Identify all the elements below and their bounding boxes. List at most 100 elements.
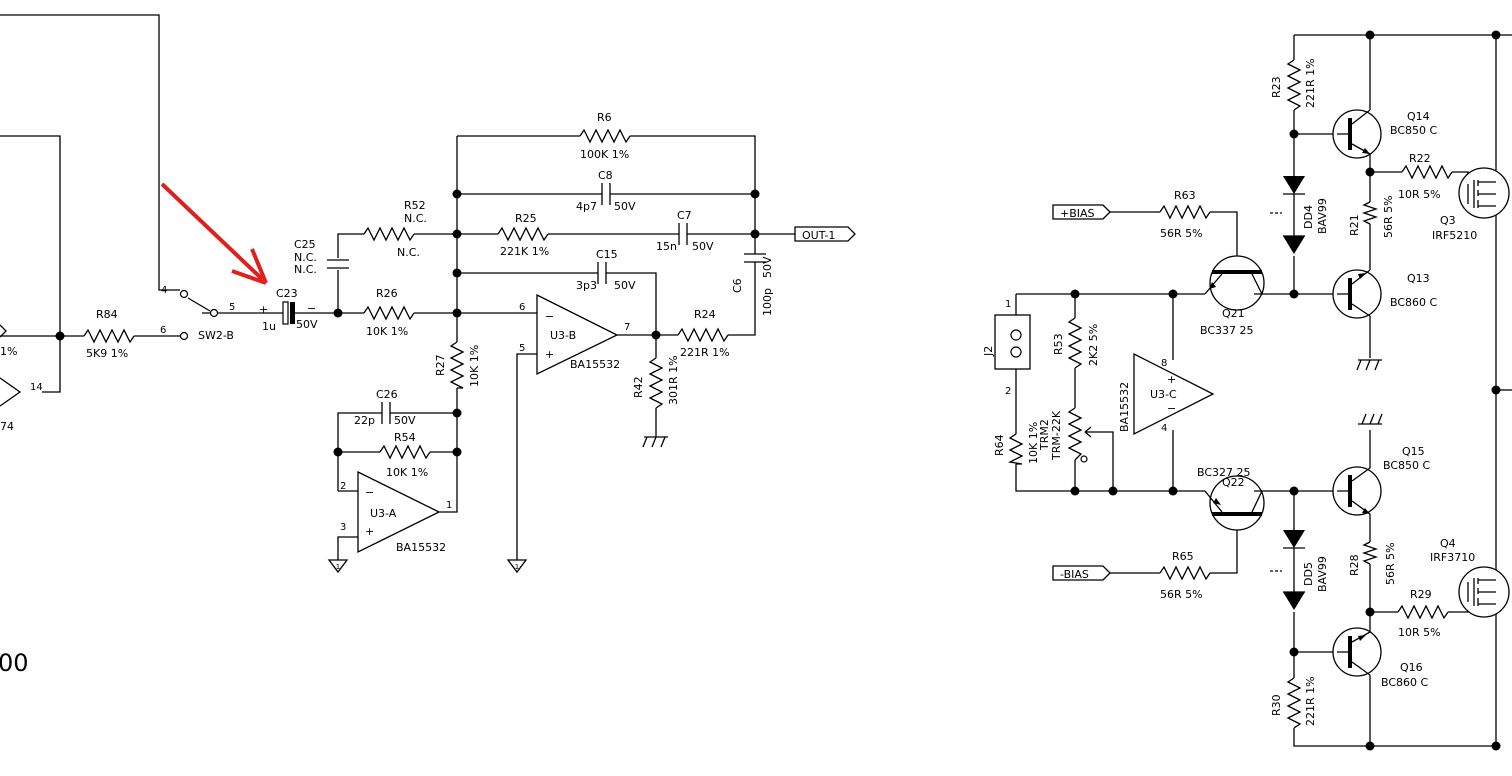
- svg-text:+: +: [259, 303, 268, 316]
- svg-text:BA15532: BA15532: [396, 541, 446, 554]
- svg-text:50V: 50V: [296, 318, 318, 331]
- diode-dd4: DD4 BAV99: [1270, 176, 1329, 254]
- svg-text:BC860 C: BC860 C: [1381, 676, 1429, 689]
- svg-text:Q21: Q21: [1222, 307, 1245, 320]
- svg-text:5: 5: [519, 343, 525, 354]
- svg-text:BA15532: BA15532: [1118, 382, 1131, 432]
- left-circuit-wiring: [0, 14, 795, 560]
- svg-text:C7: C7: [677, 209, 692, 222]
- capacitor-c26: C26 22p 50V: [354, 388, 416, 427]
- transistor-q13: Q13 BC860 C: [1332, 269, 1438, 371]
- opamp-u3b: − + U3-B 6 5 7 BA15532: [519, 293, 630, 376]
- svg-text:7: 7: [624, 322, 630, 333]
- resistor-r23: R23 221R 1%: [1270, 58, 1317, 111]
- junction-dots-right: [1070, 30, 1501, 751]
- capacitor-c25: C25 N.C. N.C.: [294, 238, 349, 276]
- svg-text:C23: C23: [276, 287, 298, 300]
- resistor-r27: R27 10K 1%: [434, 341, 481, 389]
- resistor-r42: R42 301R 1%: [632, 355, 680, 448]
- svg-text:56R 5%: 56R 5%: [1160, 588, 1203, 601]
- resistor-r63: R63 56R 5%: [1159, 189, 1211, 240]
- svg-text:+: +: [545, 348, 554, 361]
- svg-text:221R 1%: 221R 1%: [680, 346, 730, 359]
- svg-text:00: 00: [0, 649, 29, 677]
- svg-text:221K 1%: 221K 1%: [500, 245, 549, 258]
- svg-text:N.C.: N.C.: [294, 251, 317, 264]
- resistor-r54: R54 10K 1%: [379, 431, 431, 479]
- svg-text:4: 4: [161, 285, 167, 296]
- svg-text:50V: 50V: [614, 200, 636, 213]
- svg-text:J2: J2: [982, 346, 995, 357]
- transistor-q22: Q22 BC327 25: [1197, 466, 1265, 531]
- mosfet-q4: Q4 IRF3710: [1430, 537, 1510, 618]
- svg-text:−: −: [545, 310, 554, 323]
- transistor-q14: Q14 BC850 C: [1332, 109, 1438, 159]
- svg-text:74: 74: [0, 420, 14, 433]
- svg-text:R42: R42: [632, 376, 645, 398]
- transistor-q16: Q16 BC860 C: [1332, 627, 1429, 689]
- svg-text:2: 2: [340, 481, 346, 492]
- svg-text:5: 5: [229, 302, 235, 313]
- svg-text:Q4: Q4: [1440, 537, 1456, 550]
- svg-text:R28: R28: [1348, 554, 1361, 576]
- svg-text:N.C.: N.C.: [404, 212, 427, 225]
- transistor-q15: Q15 BC850 C: [1332, 413, 1431, 516]
- svg-text:OUT-1: OUT-1: [802, 229, 835, 242]
- resistor-r22: R22 10R 5%: [1398, 152, 1453, 201]
- svg-text:Q14: Q14: [1407, 110, 1430, 123]
- capacitor-c8: C8 4p7 50V: [576, 169, 636, 213]
- svg-text:C8: C8: [598, 169, 613, 182]
- svg-text:DD4: DD4: [1302, 205, 1315, 229]
- svg-text:−: −: [307, 302, 316, 315]
- svg-text:BAV99: BAV99: [1316, 556, 1329, 592]
- svg-text:5K9 1%: 5K9 1%: [86, 347, 128, 360]
- svg-text:BA15532: BA15532: [570, 358, 620, 371]
- svg-text:Q15: Q15: [1402, 445, 1425, 458]
- svg-text:N.C.: N.C.: [397, 246, 420, 259]
- svg-text:C15: C15: [596, 248, 618, 261]
- svg-text:TRM2: TRM2: [1038, 419, 1051, 451]
- connector-j2: 1 2 J2: [982, 299, 1031, 397]
- svg-text:R65: R65: [1172, 550, 1194, 563]
- svg-text:1%: 1%: [0, 345, 17, 358]
- port-out-1: OUT-1: [794, 226, 856, 242]
- resistor-r53: R53 2K2 5%: [1052, 317, 1100, 369]
- resistor-r52: R52 N.C. N.C.: [363, 199, 427, 259]
- opamp-u3a: − + U3-A 2 3 1 BA15532: [328, 470, 527, 573]
- port-minus-bias: -BIAS: [1052, 565, 1111, 581]
- svg-text:−: −: [1167, 402, 1176, 415]
- svg-text:R53: R53: [1052, 333, 1065, 355]
- svg-text:BC850 C: BC850 C: [1383, 459, 1431, 472]
- svg-text:14: 14: [30, 382, 43, 393]
- svg-text:50V: 50V: [692, 240, 714, 253]
- svg-text:R25: R25: [515, 212, 537, 225]
- svg-text:Q13: Q13: [1407, 272, 1430, 285]
- svg-text:R52: R52: [404, 199, 426, 212]
- svg-text:R63: R63: [1174, 189, 1196, 202]
- svg-text:2K2 5%: 2K2 5%: [1087, 324, 1100, 366]
- svg-text:R21: R21: [1348, 214, 1361, 236]
- svg-text:IRF5210: IRF5210: [1432, 229, 1477, 242]
- svg-text:N.C.: N.C.: [294, 263, 317, 276]
- svg-text:C26: C26: [376, 388, 398, 401]
- trimmer-trm2: TRM2 TRM-22K: [1038, 407, 1097, 463]
- svg-text:4: 4: [1161, 423, 1167, 434]
- svg-text:10R 5%: 10R 5%: [1398, 626, 1441, 639]
- svg-text:10K 1%: 10K 1%: [468, 345, 481, 387]
- svg-text:221R 1%: 221R 1%: [1304, 58, 1317, 108]
- svg-text:50V: 50V: [394, 414, 416, 427]
- capacitor-c6: C6 50V 100p: [731, 253, 774, 316]
- resistor-r29: R29 10R 5%: [1397, 588, 1449, 639]
- svg-text:100p: 100p: [761, 288, 774, 316]
- svg-text:BC860 C: BC860 C: [1390, 296, 1438, 309]
- svg-text:U3-A: U3-A: [370, 507, 397, 520]
- svg-text:BC850 C: BC850 C: [1390, 124, 1438, 137]
- svg-text:10K 1%: 10K 1%: [366, 325, 408, 338]
- junction-dots-left: [55, 189, 760, 457]
- capacitor-c7: C7 15n 50V: [656, 209, 714, 253]
- svg-text:R64: R64: [993, 434, 1006, 456]
- svg-text:8: 8: [1161, 358, 1167, 369]
- svg-text:56R 5%: 56R 5%: [1160, 227, 1203, 240]
- svg-text:3p3: 3p3: [576, 279, 597, 292]
